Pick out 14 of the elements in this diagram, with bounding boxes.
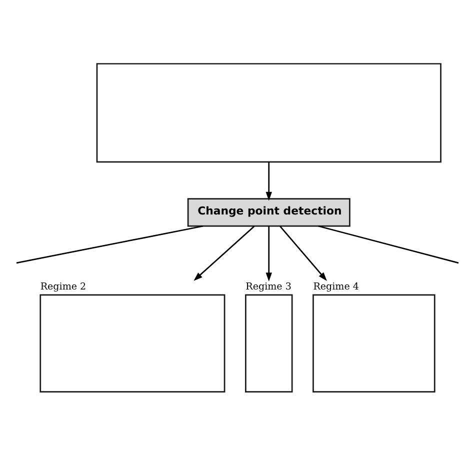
node-label: Regime 2 [40,282,86,293]
node-box [39,294,225,393]
node-box: Change point detection [186,198,350,227]
node-label: Regime 3 [245,282,291,293]
node-box [312,294,435,393]
arrow [265,226,272,282]
connector [318,225,458,264]
node-box [244,294,292,393]
connector [16,225,203,264]
arrow [279,226,326,282]
node-box [96,63,441,163]
node-label: Regime 4 [312,282,358,293]
arrow [193,226,254,281]
arrow [265,162,272,201]
